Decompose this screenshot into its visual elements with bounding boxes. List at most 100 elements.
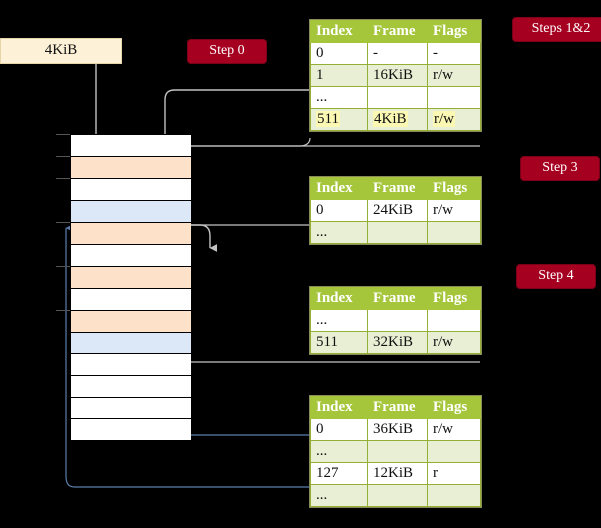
memory-frame-row bbox=[71, 333, 191, 354]
memory-frame-row bbox=[71, 157, 191, 179]
table-row[interactable]: ... bbox=[310, 440, 481, 463]
table-cell: r/w bbox=[427, 418, 481, 441]
table-cell: 12KiB bbox=[367, 462, 428, 485]
badge-steps-1-2: Steps 1&2 bbox=[513, 18, 601, 41]
table-row[interactable]: ... bbox=[310, 86, 481, 109]
table-cell: ... bbox=[310, 309, 368, 332]
column-header-flags: Flags bbox=[427, 287, 481, 310]
table-cell: - bbox=[367, 42, 428, 65]
badge-step-0: Step 0 bbox=[188, 40, 266, 63]
highlighted-value: 511 bbox=[316, 111, 340, 127]
table-cell bbox=[367, 221, 428, 244]
table-cell: 16KiB bbox=[367, 64, 428, 87]
table-cell: ... bbox=[310, 86, 368, 109]
table-cell bbox=[427, 309, 481, 332]
memory-tick-mark bbox=[56, 134, 70, 135]
badge-label: Step 0 bbox=[209, 43, 245, 58]
memory-tick-mark bbox=[56, 266, 70, 267]
table-cell: - bbox=[427, 42, 481, 65]
column-header-frame: Frame bbox=[367, 20, 428, 43]
table-cell: 36KiB bbox=[367, 418, 428, 441]
frame-label-4kib: 4KiB bbox=[0, 38, 122, 64]
badge-step-4: Step 4 bbox=[517, 265, 595, 288]
table-cell: 511 bbox=[310, 108, 368, 131]
badge-step-3: Step 3 bbox=[521, 157, 599, 180]
table-row[interactable]: 0-- bbox=[310, 42, 481, 65]
column-header-index: Index bbox=[310, 396, 368, 419]
badge-label: Step 3 bbox=[542, 160, 578, 175]
memory-frame-row bbox=[71, 419, 191, 440]
table-cell: 127 bbox=[310, 462, 368, 485]
table-cell: 32KiB bbox=[367, 331, 428, 354]
table-cell: r/w bbox=[427, 108, 481, 131]
memory-tick-mark bbox=[56, 156, 70, 157]
memory-frame-row bbox=[71, 267, 191, 289]
table-cell: 0 bbox=[310, 418, 368, 441]
memory-frame-row bbox=[71, 311, 191, 333]
column-header-flags: Flags bbox=[427, 177, 481, 200]
memory-frame-row bbox=[71, 135, 191, 157]
table-cell: ... bbox=[310, 221, 368, 244]
column-header-index: Index bbox=[310, 177, 368, 200]
column-header-index: Index bbox=[310, 287, 368, 310]
memory-frame-row bbox=[71, 223, 191, 245]
memory-tick-mark bbox=[56, 178, 70, 179]
table-row[interactable]: ... bbox=[310, 309, 481, 332]
table-cell bbox=[367, 484, 428, 507]
memory-frame-row bbox=[71, 201, 191, 223]
column-header-flags: Flags bbox=[427, 20, 481, 43]
memory-frame-row bbox=[71, 376, 191, 398]
table-cell: r/w bbox=[427, 199, 481, 222]
column-header-flags: Flags bbox=[427, 396, 481, 419]
table-cell bbox=[367, 86, 428, 109]
table-row[interactable]: ... bbox=[310, 484, 481, 507]
memory-frame-row bbox=[71, 179, 191, 201]
frame-label-4kib-text: 4KiB bbox=[44, 42, 78, 58]
table-cell: 0 bbox=[310, 42, 368, 65]
table-cell: 1 bbox=[310, 64, 368, 87]
table-cell bbox=[427, 221, 481, 244]
table-cell bbox=[367, 309, 428, 332]
table-cell bbox=[427, 440, 481, 463]
table-cell: ... bbox=[310, 440, 368, 463]
column-header-frame: Frame bbox=[367, 177, 428, 200]
table-cell: ... bbox=[310, 484, 368, 507]
table-cell bbox=[367, 440, 428, 463]
table-cell: 511 bbox=[310, 331, 368, 354]
table-cell: 24KiB bbox=[367, 199, 428, 222]
table-row[interactable]: 511 4KiB r/w bbox=[310, 108, 481, 131]
table-cell: r bbox=[427, 462, 481, 485]
table-row[interactable]: ... bbox=[310, 221, 481, 244]
table-cell: 0 bbox=[310, 199, 368, 222]
memory-frame-row bbox=[71, 289, 191, 311]
memory-frame-row bbox=[71, 245, 191, 267]
column-header-index: Index bbox=[310, 20, 368, 43]
memory-frame-row bbox=[71, 354, 191, 376]
memory-tick-mark bbox=[56, 310, 70, 311]
table-cell: r/w bbox=[427, 331, 481, 354]
badge-label: Step 4 bbox=[538, 268, 574, 283]
table-cell: 4KiB bbox=[367, 108, 428, 131]
connector-mem-to-table4 bbox=[190, 137, 480, 147]
table-cell bbox=[427, 484, 481, 507]
highlighted-value: r/w bbox=[433, 111, 455, 127]
physical-memory-column bbox=[70, 134, 191, 440]
table-cell bbox=[427, 86, 481, 109]
table-cell: r/w bbox=[427, 64, 481, 87]
badge-label: Steps 1&2 bbox=[531, 21, 591, 36]
highlighted-value: 4KiB bbox=[373, 111, 408, 127]
